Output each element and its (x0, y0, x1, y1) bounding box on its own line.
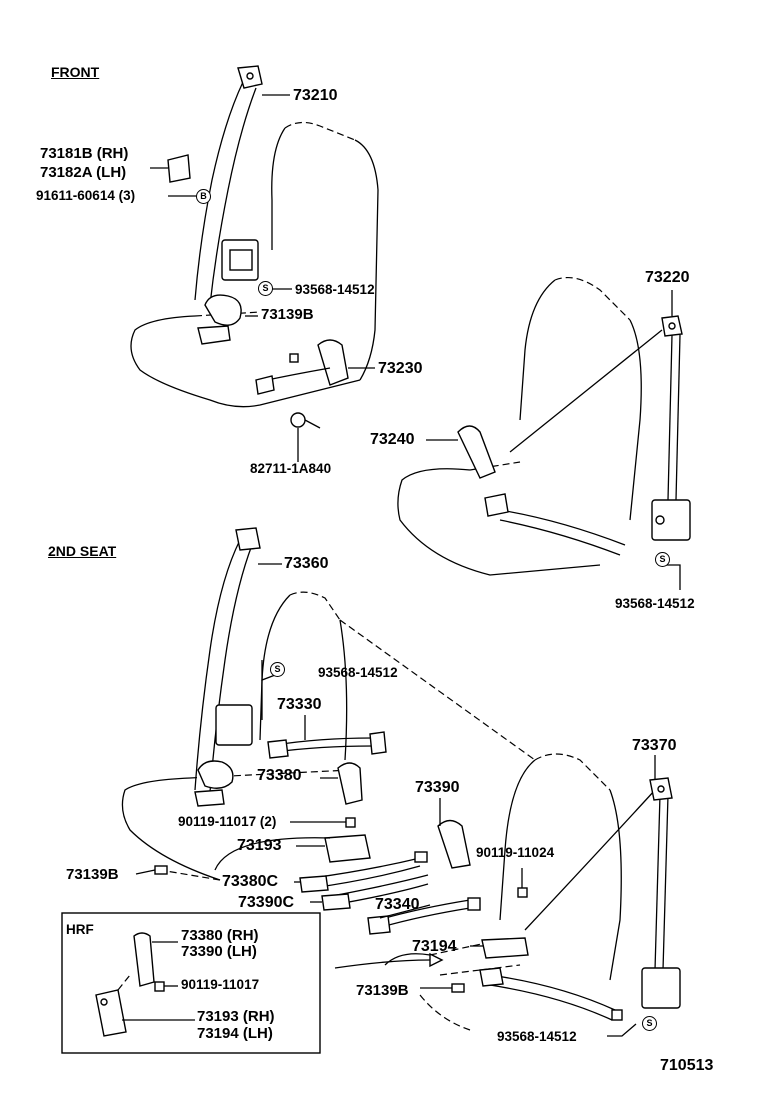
part-label-93568-14512-2nd: 93568-14512 (318, 665, 398, 680)
hrf-label-73194-lh: 73194 (LH) (197, 1025, 273, 1042)
part-label-73240: 73240 (370, 431, 415, 448)
part-label-73139b-front: 73139B (261, 306, 314, 323)
part-label-93568-14512-2nd-rh: 93568-14512 (497, 1029, 577, 1044)
part-label-91611-60614: 91611-60614 (3) (36, 188, 136, 203)
part-label-73181b: 73181B (RH) (40, 145, 129, 162)
hrf-label-73390-lh: 73390 (LH) (181, 943, 257, 960)
part-label-73210: 73210 (293, 87, 338, 104)
heading-front: FRONT (51, 64, 100, 80)
part-label-73380: 73380 (257, 767, 302, 784)
front-seat-drawing (130, 65, 379, 462)
hrf-inset-drawing (61, 912, 321, 1054)
part-label-82711-1a840: 82711-1A840 (250, 461, 332, 476)
front-right-seat-drawing (397, 277, 691, 590)
part-label-73230: 73230 (378, 360, 423, 377)
part-label-73380c: 73380C (222, 873, 279, 890)
part-label-73370: 73370 (632, 737, 677, 754)
s-mark-icon: S (655, 552, 670, 567)
hrf-label-73380-rh: 73380 (RH) (181, 927, 259, 944)
part-label-73139b-2nd-right: 73139B (356, 982, 409, 999)
part-label-90119-11017-2: 90119-11017 (2) (178, 814, 277, 829)
hrf-label-73193-rh: 73193 (RH) (197, 1008, 275, 1025)
part-label-73193: 73193 (237, 837, 282, 854)
part-label-73340: 73340 (375, 896, 420, 913)
heading-hrf: HRF (66, 922, 94, 937)
s-mark-icon: S (270, 662, 285, 677)
part-label-73182a: 73182A (LH) (40, 164, 127, 181)
part-label-73330: 73330 (277, 696, 322, 713)
part-label-73390: 73390 (415, 779, 460, 796)
part-label-73220: 73220 (645, 269, 690, 286)
part-label-73360: 73360 (284, 555, 329, 572)
s-mark-icon: S (258, 281, 273, 296)
part-label-93568-14512-front-rh: 93568-14512 (615, 596, 695, 611)
hrf-label-90119-11017: 90119-11017 (181, 977, 260, 992)
s-mark-icon: S (642, 1016, 657, 1031)
heading-2nd-seat: 2ND SEAT (48, 543, 117, 559)
second-seat-drawing (121, 527, 681, 1037)
b-mark-icon: B (196, 189, 211, 204)
part-label-73194: 73194 (412, 938, 457, 955)
part-label-73390c: 73390C (238, 894, 295, 911)
part-label-90119-11024: 90119-11024 (476, 845, 555, 860)
part-label-93568-14512-front: 93568-14512 (295, 282, 375, 297)
part-label-73139b-2nd-left: 73139B (66, 866, 119, 883)
diagram-id: 710513 (660, 1057, 714, 1074)
